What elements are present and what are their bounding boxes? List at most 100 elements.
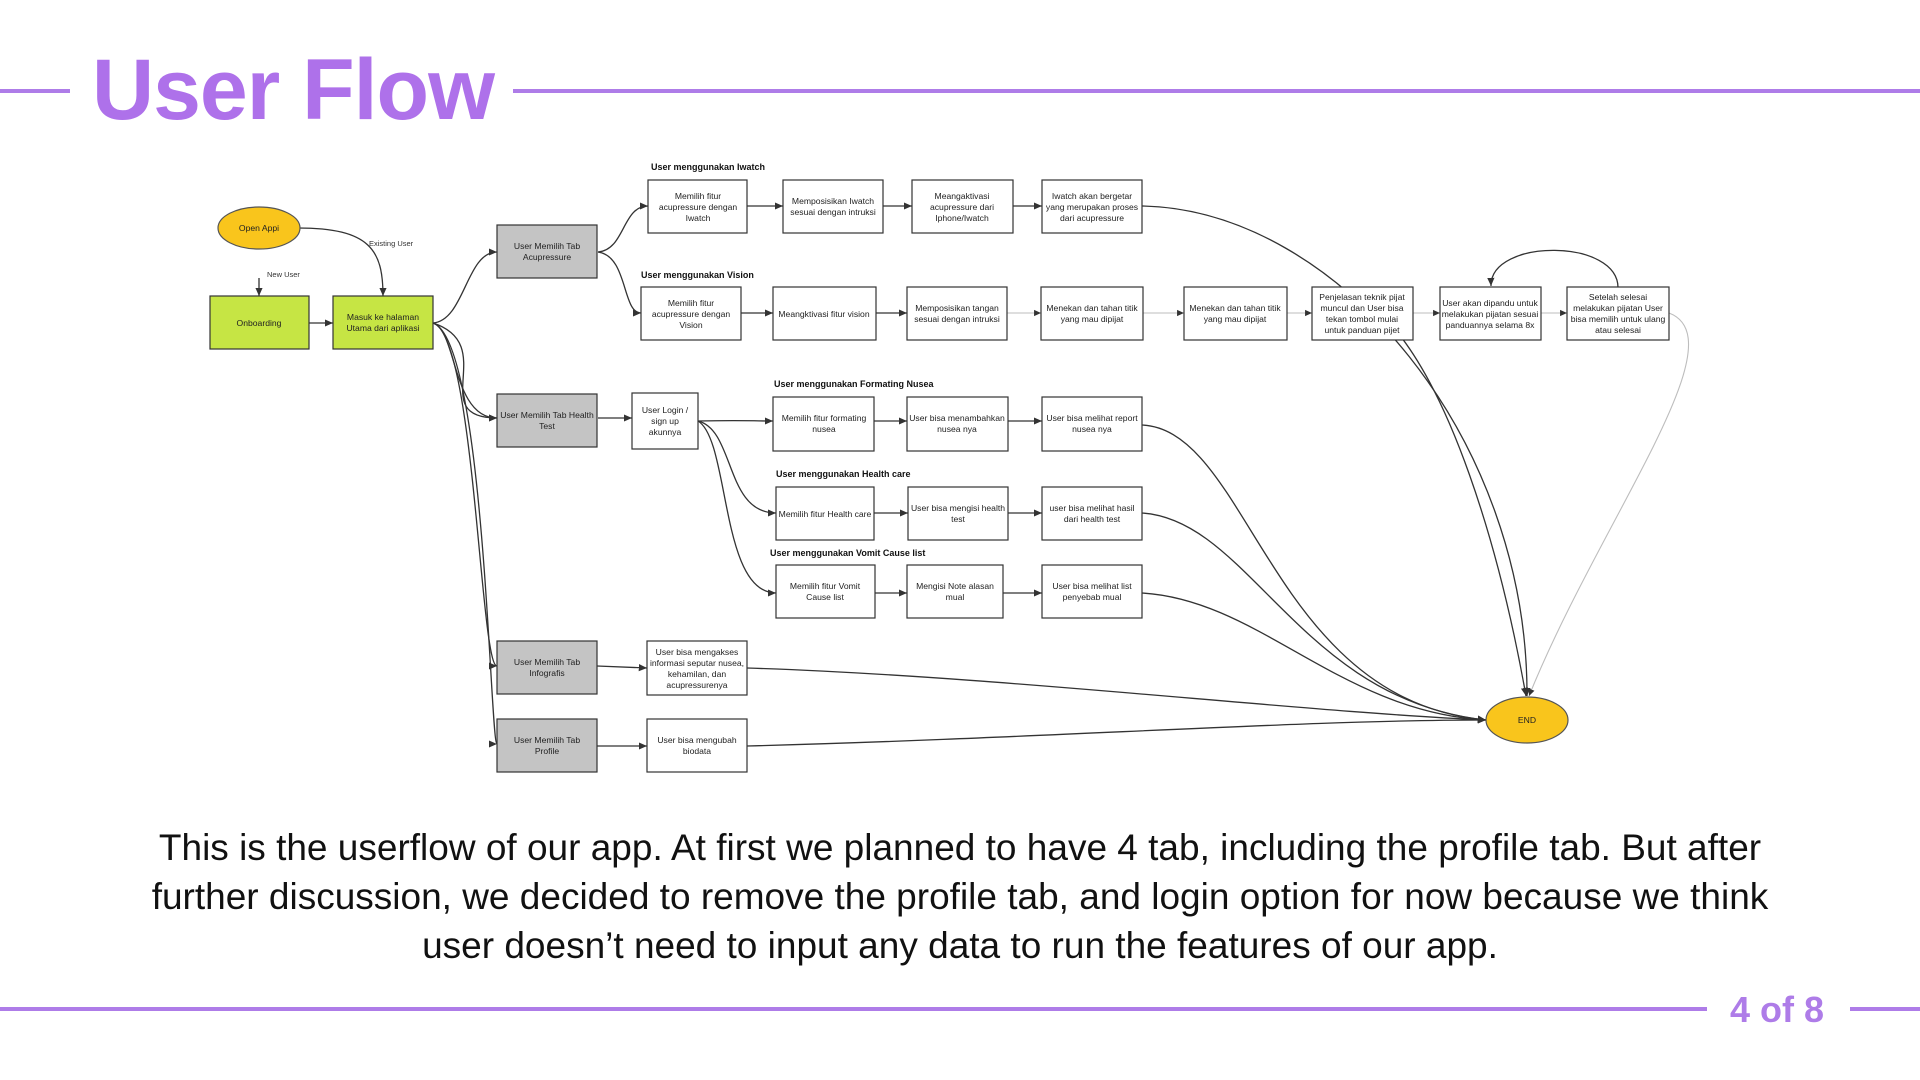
iwatch-step-3-line1: Meangaktivasi — [935, 191, 990, 201]
iwatch-step-2-line1: Memposisikan Iwatch — [792, 196, 874, 206]
iwatch-step-4: Iwatch akan bergetar yang merupakan pros… — [1041, 179, 1143, 234]
infografis-step-1-line3: kehamilan, dan — [668, 669, 727, 679]
formating-step-2: User bisa menambahkan nusea nya — [906, 396, 1009, 452]
health-care-step-1-line1: Memilih fitur Health care — [779, 509, 872, 519]
vomit-step-1-line1: Memilih fitur Vomit — [790, 581, 861, 591]
edge-label-existing-user: Existing User — [369, 239, 414, 248]
formating-step-3-line1: User bisa melihat report — [1046, 413, 1138, 423]
title-rule-right — [513, 89, 1920, 93]
vision-step-1-line1: Memilih fitur — [668, 298, 714, 308]
formating-step-3: User bisa melihat report nusea nya — [1041, 396, 1143, 452]
infografis-step-1-line1: User bisa mengakses — [656, 647, 739, 657]
vision-step-1-line2: acupressure dengan — [652, 309, 731, 319]
vision-step-8-line2: melakukan pijatan User — [1573, 303, 1663, 313]
slide-description: This is the userflow of our app. At firs… — [151, 827, 1769, 966]
vision-step-2: Meangktivasi fitur vision — [772, 286, 877, 341]
diagram-edges — [255, 202, 1689, 750]
tab-infografis-node: User Memilih Tab Infografis — [496, 640, 598, 695]
vision-step-5: Menekan dan tahan titik yang mau dipijat — [1183, 286, 1288, 341]
iwatch-step-1-line1: Memilih fitur — [675, 191, 721, 201]
profile-step-1-line1: User bisa mengubah — [657, 735, 737, 745]
section-label-vision: User menggunakan Vision — [641, 270, 754, 280]
tab-acupressure-line2: Acupressure — [523, 252, 571, 262]
iwatch-step-3-line2: acupressure dari — [930, 202, 994, 212]
infografis-step-1-line2: informasi seputar nusea, — [650, 658, 744, 668]
vision-step-6-line1: Penjelasan teknik pijat — [1319, 292, 1405, 302]
vision-step-8-line1: Setelah selesai — [1589, 292, 1647, 302]
vomit-step-2: Mengisi Note alasan mual — [906, 564, 1004, 619]
tab-infografis-line1: User Memilih Tab — [514, 657, 580, 667]
tab-health-test-line2: Test — [539, 421, 555, 431]
tab-health-test-node: User Memilih Tab Health Test — [496, 393, 598, 448]
iwatch-step-1-line2: acupressure dengan — [659, 202, 738, 212]
vision-step-4-line2: yang mau dipijat — [1061, 314, 1124, 324]
vomit-step-3-line1: User bisa melihat list — [1052, 581, 1132, 591]
formating-step-1: Memilih fitur formating nusea — [772, 396, 875, 452]
vision-step-8-line4: atau selesai — [1595, 325, 1641, 335]
vision-step-4-line1: Menekan dan tahan titik — [1046, 303, 1138, 313]
vision-step-7-line1: User akan dipandu untuk — [1442, 298, 1538, 308]
formating-step-2-line2: nusea nya — [937, 424, 977, 434]
vomit-step-1-line2: Cause list — [806, 592, 844, 602]
formating-step-1-line1: Memilih fitur formating — [782, 413, 867, 423]
vision-step-4: Menekan dan tahan titik yang mau dipijat — [1040, 286, 1144, 341]
open-app-node: Open Appi — [217, 206, 301, 250]
tab-profile-line1: User Memilih Tab — [514, 735, 580, 745]
vision-step-2-line1: Meangktivasi fitur vision — [778, 309, 869, 319]
onboarding-label: Onboarding — [237, 318, 282, 328]
vomit-step-3-line2: penyebab mual — [1063, 592, 1122, 602]
vomit-step-2-line1: Mengisi Note alasan — [916, 581, 994, 591]
iwatch-step-4-line3: dari acupressure — [1060, 213, 1124, 223]
tab-health-test-line1: User Memilih Tab Health — [500, 410, 594, 420]
vision-step-3-line2: sesuai dengan intruksi — [914, 314, 1000, 324]
vision-step-1-line3: Vision — [679, 320, 702, 330]
formating-step-1-line2: nusea — [812, 424, 836, 434]
iwatch-step-1: Memilih fitur acupressure dengan Iwatch — [647, 179, 748, 234]
footer-rule-left — [0, 1007, 1707, 1011]
vision-step-3-line1: Memposisikan tangan — [915, 303, 999, 313]
vision-step-6-line3: tekan tombol mulai — [1326, 314, 1398, 324]
edge-label-new-user: New User — [267, 270, 300, 279]
login-node: User Login / sign up akunnya — [631, 392, 699, 450]
vision-step-7-line3: panduannya selama 8x — [1446, 320, 1536, 330]
vomit-step-3: User bisa melihat list penyebab mual — [1041, 564, 1143, 619]
title-rule-left — [0, 89, 70, 93]
section-label-formating: User menggunakan Formating Nusea — [774, 379, 935, 389]
tab-infografis-line2: Infografis — [529, 668, 564, 678]
health-care-step-2: User bisa mengisi health test — [907, 486, 1009, 541]
home-node: Masuk ke halaman Utama dari aplikasi — [332, 295, 434, 350]
infografis-step-1-line4: acupressurenya — [666, 680, 727, 690]
page-number: 4 of 8 — [1730, 989, 1825, 1030]
login-line1: User Login / — [642, 405, 689, 415]
iwatch-step-4-line1: Iwatch akan bergetar — [1052, 191, 1132, 201]
vision-step-8-line3: bisa memilih untuk ulang — [1571, 314, 1666, 324]
section-label-vomit: User menggunakan Vomit Cause list — [770, 548, 925, 558]
iwatch-step-4-line2: yang merupakan proses — [1046, 202, 1138, 212]
iwatch-step-2: Memposisikan Iwatch sesuai dengan intruk… — [782, 179, 884, 234]
vision-step-6-line4: untuk panduan pijet — [1324, 325, 1400, 335]
user-flow-diagram: User menggunakan Iwatch User menggunakan… — [209, 162, 1689, 773]
home-label-line2: Utama dari aplikasi — [346, 323, 419, 333]
tab-acupressure-node: User Memilih Tab Acupressure — [496, 224, 598, 279]
iwatch-step-2-line2: sesuai dengan intruksi — [790, 207, 876, 217]
vision-step-1: Memilih fitur acupressure dengan Vision — [640, 286, 742, 341]
onboarding-node: Onboarding — [209, 295, 310, 350]
health-care-step-2-line2: test — [951, 514, 965, 524]
formating-step-2-line1: User bisa menambahkan — [909, 413, 1005, 423]
tab-profile-node: User Memilih Tab Profile — [496, 718, 598, 773]
login-line2: sign up — [651, 416, 679, 426]
vision-step-6: Penjelasan teknik pijat muncul dan User … — [1311, 286, 1414, 341]
iwatch-step-1-line3: Iwatch — [686, 213, 711, 223]
formating-step-3-line2: nusea nya — [1072, 424, 1112, 434]
vision-step-6-line2: muncul dan User bisa — [1320, 303, 1403, 313]
vomit-step-2-line2: mual — [946, 592, 965, 602]
tab-profile-line2: Profile — [535, 746, 560, 756]
health-care-step-3: user bisa melihat hasil dari health test — [1041, 486, 1143, 541]
health-care-step-2-line1: User bisa mengisi health — [911, 503, 1005, 513]
profile-step-1: User bisa mengubah biodata — [646, 718, 748, 773]
vision-step-5-line1: Menekan dan tahan titik — [1189, 303, 1281, 313]
end-label: END — [1518, 715, 1536, 725]
vomit-step-1: Memilih fitur Vomit Cause list — [775, 564, 876, 619]
health-care-step-1: Memilih fitur Health care — [775, 486, 875, 541]
end-node: END — [1485, 696, 1569, 744]
